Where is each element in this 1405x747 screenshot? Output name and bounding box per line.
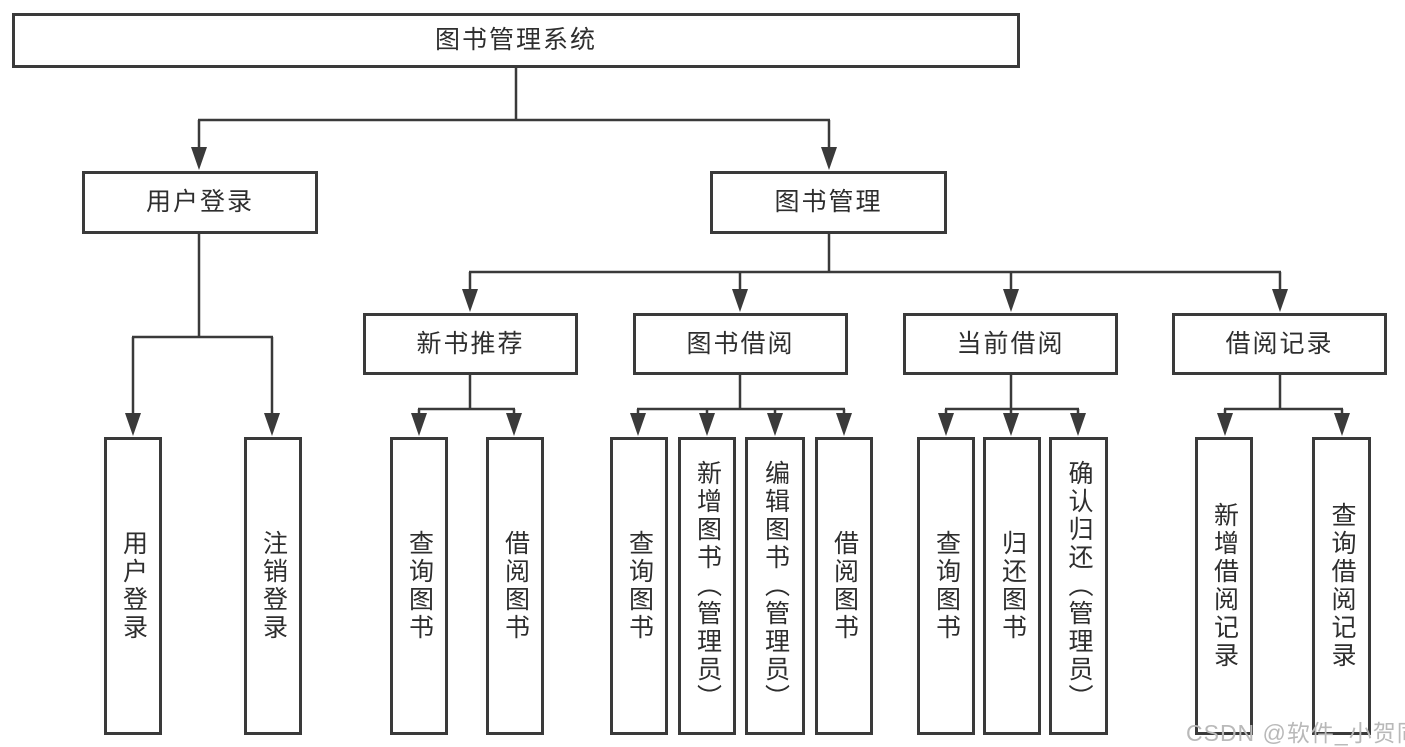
node-library-management-system: 图书管理系统 [12, 13, 1020, 68]
node-label: 图书管理系统 [434, 26, 597, 54]
leaf-borrow-books-recommend: 借阅图书 [486, 437, 544, 735]
node-book-management: 图书管理 [710, 171, 947, 234]
leaf-label: 查询图书 [932, 530, 961, 642]
leaf-confirm-return-admin: 确认归还（管理员） [1049, 437, 1108, 735]
leaf-label: 用户登录 [119, 530, 148, 642]
leaf-label: 编辑图书（管理员） [761, 460, 790, 712]
leaf-label: 查询图书 [625, 530, 654, 642]
csdn-watermark: CSDN @软件_小贺同学 [1186, 720, 1405, 746]
leaf-label: 查询借阅记录 [1328, 502, 1356, 670]
node-new-book-recommend: 新书推荐 [363, 313, 578, 375]
node-label: 用户登录 [145, 188, 254, 216]
leaf-query-books-recommend: 查询图书 [390, 437, 448, 735]
leaf-return-books: 归还图书 [983, 437, 1041, 735]
leaf-label: 新增借阅记录 [1210, 502, 1239, 670]
leaf-label: 借阅图书 [501, 530, 530, 642]
node-borrow-records: 借阅记录 [1172, 313, 1387, 375]
leaf-add-borrow-record: 新增借阅记录 [1195, 437, 1253, 735]
node-label: 新书推荐 [416, 329, 525, 358]
leaf-label: 注销登录 [259, 530, 288, 642]
leaf-add-books-admin: 新增图书（管理员） [678, 437, 736, 735]
leaf-label: 归还图书 [998, 530, 1027, 642]
node-label: 当前借阅 [956, 329, 1065, 358]
leaf-query-borrow-record: 查询借阅记录 [1312, 437, 1371, 735]
node-book-borrow: 图书借阅 [633, 313, 848, 375]
leaf-label: 查询图书 [405, 530, 434, 642]
node-label: 图书管理 [774, 188, 883, 216]
node-user-login: 用户登录 [82, 171, 318, 234]
node-label: 图书借阅 [686, 329, 795, 358]
leaf-query-books-current: 查询图书 [917, 437, 975, 735]
leaf-edit-books-admin: 编辑图书（管理员） [745, 437, 805, 735]
node-current-borrow: 当前借阅 [903, 313, 1118, 375]
leaf-user-login: 用户登录 [104, 437, 162, 735]
leaf-label: 借阅图书 [830, 530, 859, 642]
leaf-label: 确认归还（管理员） [1065, 460, 1093, 712]
leaf-borrow-books: 借阅图书 [815, 437, 873, 735]
leaf-query-books-borrow: 查询图书 [610, 437, 668, 735]
leaf-label: 新增图书（管理员） [693, 460, 722, 712]
node-label: 借阅记录 [1225, 329, 1334, 358]
leaf-logout: 注销登录 [244, 437, 302, 735]
